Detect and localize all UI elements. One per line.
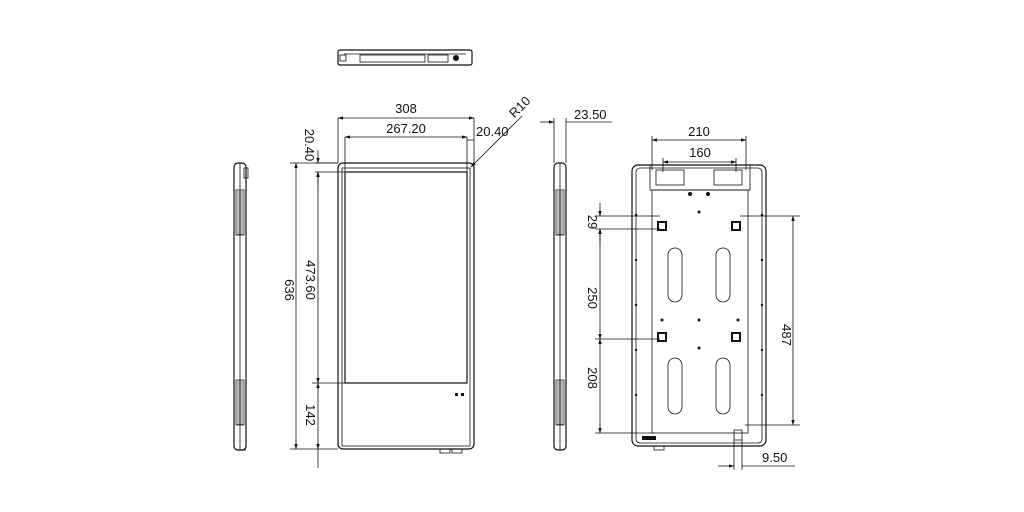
- front-view: [337, 162, 475, 454]
- screen-outline: [344, 171, 468, 384]
- front-body-outline: [337, 162, 475, 450]
- dim-screen-height: 473.60: [303, 260, 318, 300]
- front-dimensions: 308 267.20 20.40 R10 20.40 636 473.60 14…: [282, 93, 533, 468]
- dim-screen-width: 267.20: [386, 121, 426, 136]
- dim-bracket-outer: 210: [688, 124, 710, 139]
- dim-bezel-left: 20.40: [302, 129, 317, 162]
- dim-bracket-inner: 160: [689, 145, 711, 160]
- dim-overall-height: 636: [282, 279, 297, 301]
- right-side-view: 23.50: [540, 107, 612, 451]
- rear-view: [631, 164, 767, 451]
- dim-corner-radius: R10: [506, 93, 533, 120]
- dim-rear-height: 487: [779, 324, 794, 346]
- dim-overall-width: 308: [395, 101, 417, 116]
- rear-dimensions: 210 160 29 250 208 487 9.50: [585, 124, 800, 470]
- dim-depth: 23.50: [574, 107, 607, 122]
- dim-bottom-offset: 9.50: [762, 450, 787, 465]
- dim-hole-offset-top: 29: [585, 215, 600, 229]
- dim-bottom-section: 142: [303, 404, 318, 426]
- dim-hole-spacing-1: 250: [585, 287, 600, 309]
- dim-bezel-right: 20.40: [476, 124, 509, 139]
- top-view: [337, 49, 473, 66]
- dim-hole-spacing-2: 208: [585, 367, 600, 389]
